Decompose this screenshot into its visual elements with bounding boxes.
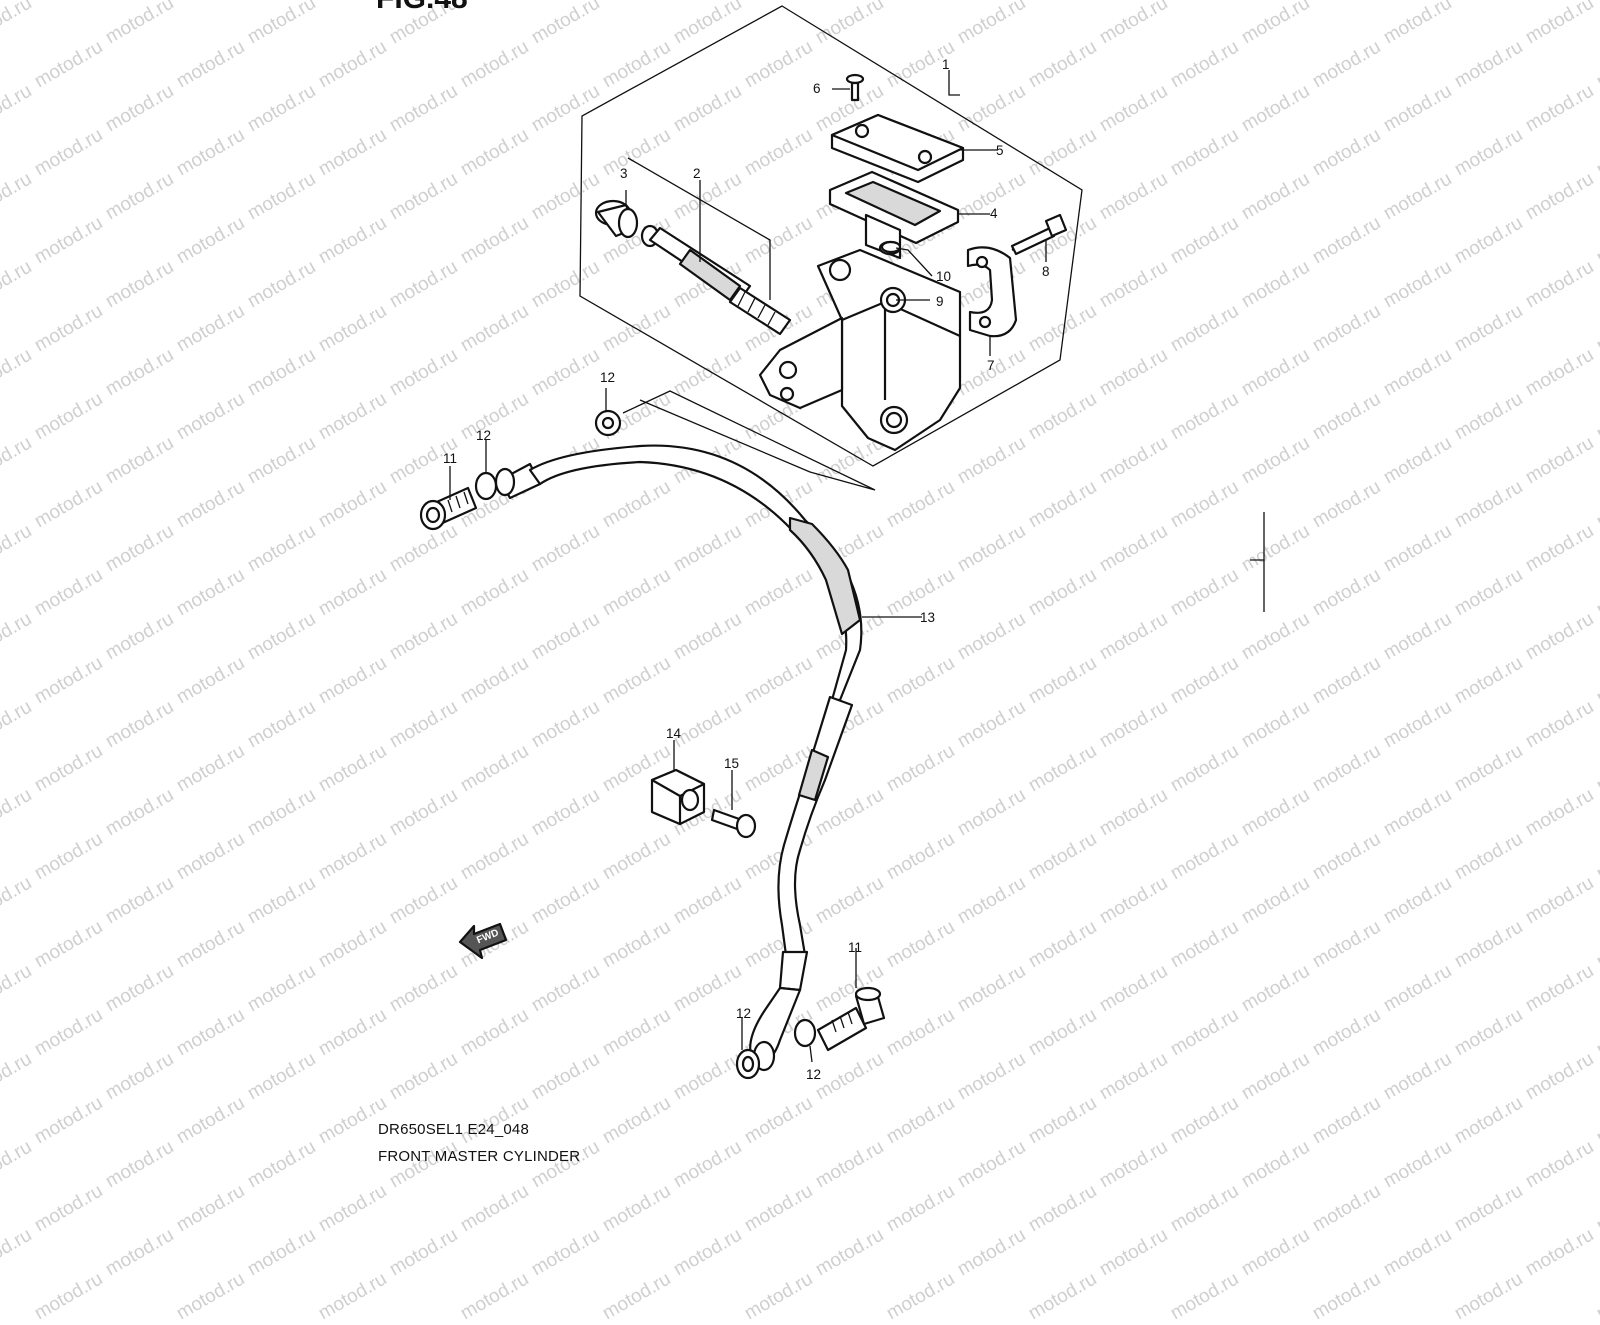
watermark-text: motod.ru — [741, 1268, 817, 1325]
union-bolt-11-left — [419, 486, 478, 531]
leader-union — [622, 390, 876, 491]
watermark-text: motod.ru — [1025, 1268, 1101, 1325]
watermark-text: motod.ru — [1380, 1224, 1456, 1281]
callout-10: 10 — [936, 269, 951, 284]
watermark-text: motod.ru — [599, 1268, 675, 1325]
callout-11: 11 — [848, 940, 862, 955]
callout-15: 15 — [724, 756, 739, 771]
brake-hose-13 — [494, 444, 863, 1072]
watermark-text: motod.ru — [954, 1224, 1030, 1281]
union-bolt-11-bottom — [816, 986, 886, 1052]
callout-14: 14 — [666, 726, 682, 741]
callout-8: 8 — [1042, 264, 1050, 279]
callout-12: 12 — [476, 428, 491, 443]
watermark-text: motod.ru — [457, 1268, 533, 1325]
bracket-2 — [627, 157, 771, 300]
clamp-14 — [650, 768, 706, 826]
watermark-text: motod.ru — [528, 1224, 604, 1281]
callout-6: 6 — [813, 81, 821, 96]
screw-6 — [845, 73, 865, 102]
holder-7 — [966, 246, 1018, 338]
edge-mark — [1250, 512, 1265, 612]
watermark-text: motod.ru — [173, 1268, 249, 1325]
callout-2: 2 — [693, 166, 701, 181]
screw-15 — [710, 808, 757, 839]
bolt-8 — [1010, 213, 1068, 256]
callout-12: 12 — [806, 1067, 821, 1082]
figure-title: FIG.48 — [376, 0, 468, 16]
watermark-text: motod.ru — [102, 1224, 178, 1281]
watermark-text: motod.ru — [812, 1224, 888, 1281]
watermark-text: motod.ru — [1593, 1268, 1600, 1325]
watermark-text: motod.ru — [31, 1268, 107, 1325]
watermark-text: motod.ru — [1522, 1224, 1598, 1281]
watermark-text: motod.ru — [1451, 1268, 1527, 1325]
washer-12-bottom-right — [793, 1018, 817, 1048]
watermark-text: motod.ru — [1167, 1268, 1243, 1325]
figure-caption: FRONT MASTER CYLINDER — [378, 1148, 581, 1165]
watermark-text: motod.ru — [670, 1224, 746, 1281]
callout-9: 9 — [936, 294, 944, 309]
callout-7: 7 — [987, 358, 995, 373]
washer-12-left — [474, 471, 498, 501]
callout-1: 1 — [942, 57, 950, 72]
leader-lines — [449, 70, 1047, 1063]
callout-12: 12 — [600, 370, 615, 385]
watermark-text: motod.ru — [1238, 1224, 1314, 1281]
reservoir-cap-5 — [830, 113, 965, 184]
callout-13: 13 — [920, 610, 935, 625]
piston-assembly-2 — [640, 224, 792, 336]
callout-12: 12 — [736, 1006, 751, 1021]
watermark-text: motod.ru — [0, 1224, 36, 1281]
callout-4: 4 — [990, 206, 998, 221]
model-code: DR650SEL1 E24_048 — [378, 1121, 530, 1138]
callout-5: 5 — [996, 143, 1004, 158]
watermark-text: motod.ru — [1309, 1268, 1385, 1325]
watermark-text: motod.ru — [1096, 1224, 1172, 1281]
fwd-arrow-icon — [458, 922, 508, 960]
piston-cup-3 — [594, 199, 639, 239]
watermark-text: motod.ru — [883, 1268, 959, 1325]
oring-10 — [880, 240, 902, 254]
callout-3: 3 — [620, 166, 628, 181]
watermark-text: motod.ru — [244, 1224, 320, 1281]
callout-11: 11 — [443, 451, 457, 466]
watermark-text: motod.ru — [386, 1224, 462, 1281]
assembly-box-outline — [579, 5, 1083, 467]
watermark-text: motod.ru — [315, 1268, 391, 1325]
